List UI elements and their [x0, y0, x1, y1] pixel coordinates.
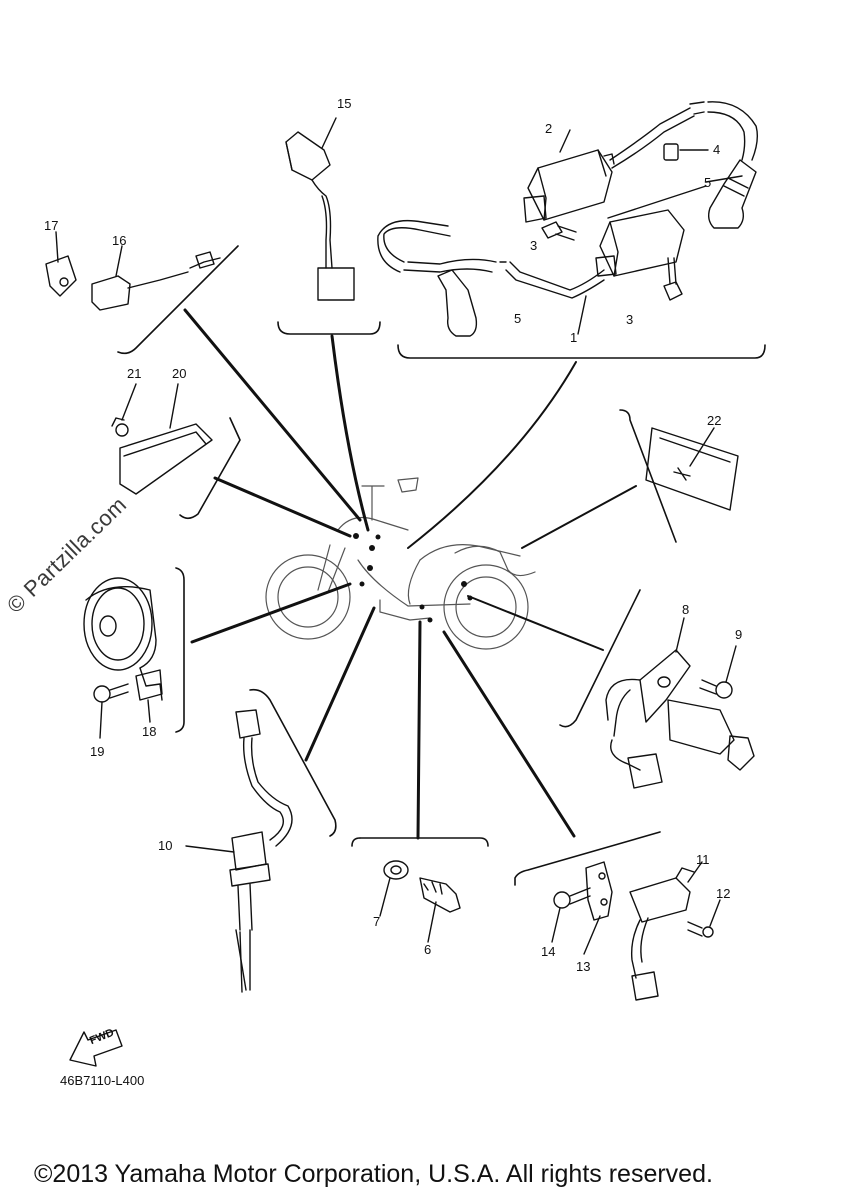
motorcycle-silhouette	[265, 477, 536, 650]
part-17-clip	[45, 231, 77, 297]
callout-14: 14	[541, 944, 556, 959]
part-4-collar	[663, 143, 709, 161]
callout-5-right: 5	[704, 175, 712, 190]
callout-11: 11	[696, 852, 710, 867]
callout-22: 22	[707, 413, 722, 428]
callout-3-lower: 3	[626, 312, 634, 327]
fwd-arrow-icon	[69, 1029, 123, 1067]
part-5-plug-cap-right	[705, 159, 757, 229]
part-22-reflector	[645, 427, 739, 511]
copyright-notice: ©2013 Yamaha Motor Corporation, U.S.A. A…	[34, 1160, 713, 1188]
part-horn	[83, 577, 163, 701]
part-8-main-switch	[605, 617, 755, 789]
part-19-bolt	[93, 683, 129, 739]
part-20-reflector	[119, 383, 213, 495]
callout-12: 12	[716, 886, 731, 901]
callout-21: 21	[127, 366, 142, 381]
part-6-sender	[419, 877, 461, 943]
callout-2: 2	[545, 121, 553, 136]
callout-17: 17	[44, 218, 59, 233]
part-14-bolt	[551, 887, 591, 943]
callout-7: 7	[373, 914, 381, 929]
group-brackets	[117, 245, 766, 886]
part-12-screw	[687, 899, 721, 938]
callout-13: 13	[576, 959, 591, 974]
part-18-bracket	[135, 669, 163, 723]
attachment-dots	[353, 533, 473, 623]
part-5-ref-line	[607, 185, 707, 219]
diagram-part-number: 46B7110-L400	[60, 1073, 145, 1088]
part-21-bolt	[111, 383, 137, 437]
part-9-bolt	[699, 645, 737, 699]
part-11-switch	[629, 861, 703, 1001]
part-10-switch	[185, 709, 293, 993]
callout-18: 18	[142, 724, 157, 739]
callout-3-upper: 3	[530, 238, 538, 253]
callout-4: 4	[713, 142, 721, 157]
callout-8: 8	[682, 602, 690, 617]
part-15-switch	[285, 117, 355, 301]
callout-19: 19	[90, 744, 105, 759]
part-16-connector	[91, 245, 221, 311]
part-2-ignition-coil	[523, 101, 759, 223]
callout-9: 9	[735, 627, 743, 642]
callout-16: 16	[112, 233, 127, 248]
callout-6: 6	[424, 942, 432, 957]
callout-1: 1	[570, 330, 578, 345]
callout-15: 15	[337, 96, 352, 111]
part-3-bolt-lower	[663, 257, 683, 301]
part-7-washer	[379, 860, 409, 917]
callout-20: 20	[172, 366, 187, 381]
part-1-coil-lead	[377, 209, 685, 337]
part-3-bolt-upper	[541, 221, 577, 241]
callout-5-left: 5	[514, 311, 522, 326]
callout-10: 10	[158, 838, 173, 853]
part-13-bracket	[583, 861, 613, 955]
leader-lines	[183, 308, 637, 840]
